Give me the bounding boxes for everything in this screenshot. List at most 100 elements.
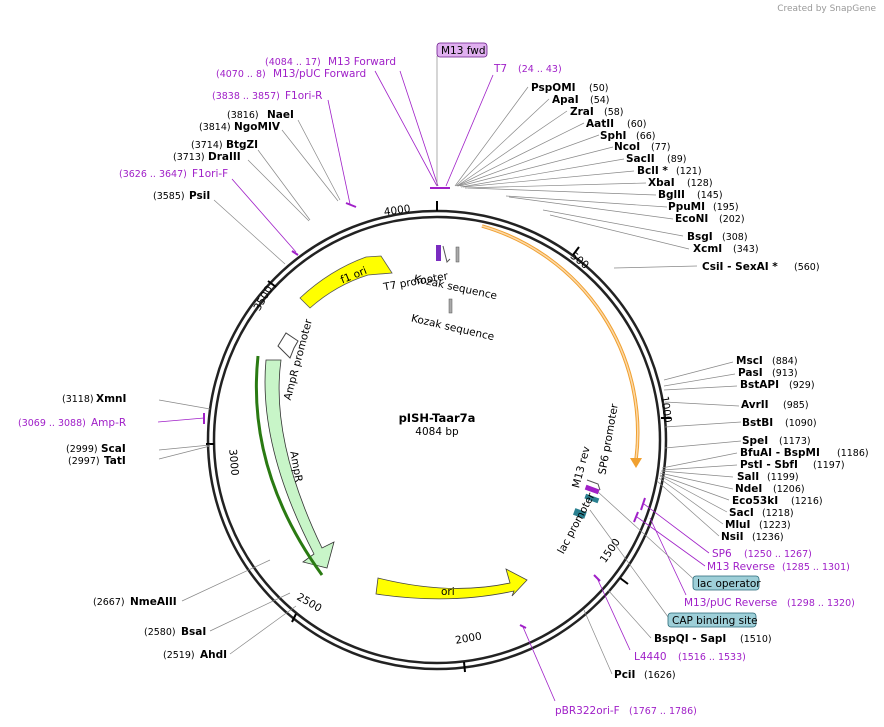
primer-pos: (24 .. 43) (518, 64, 562, 75)
t7-promoter-mark (436, 245, 441, 261)
enzyme-pos: (60) (627, 119, 647, 130)
primer-pos: (1516 .. 1533) (678, 652, 746, 663)
enzyme-pos: (3816) (227, 110, 259, 121)
cap-binding-site-label: CAP binding site (672, 615, 758, 627)
enzyme-name: SalI (737, 471, 759, 483)
enzyme-pos: (985) (783, 400, 809, 411)
orf-arrowhead (630, 458, 642, 468)
enzyme-pos: (128) (687, 178, 713, 189)
enzyme-pos: (1236) (752, 532, 784, 543)
enzyme-name: BstAPI (740, 379, 779, 391)
primer-pos: (1298 .. 1320) (787, 598, 855, 609)
primer-name: M13/pUC Reverse (684, 597, 777, 609)
enzyme-name: PpuMI (668, 201, 705, 213)
enzyme-name: TatI (104, 455, 126, 467)
enzyme-name: NaeI (267, 109, 294, 121)
plasmid-size: 4084 bp (415, 426, 459, 438)
enzyme-name: CsiI - SexAI * (702, 261, 778, 273)
enzyme-pos: (343) (733, 244, 759, 255)
enzyme-pos: (929) (789, 380, 815, 391)
enzyme-name: SacII (626, 153, 655, 165)
ori-arrow (375, 568, 528, 600)
primer-pos: (3069 .. 3088) (18, 418, 86, 429)
enzyme-name: NcoI (614, 141, 640, 153)
t7-promoter-arrow (442, 245, 451, 263)
tick-label-2500: 2500 (294, 591, 323, 615)
enzyme-pos: (2997) (68, 456, 100, 467)
enzyme-name: XcmI (693, 243, 722, 255)
enzyme-pos: (3814) (199, 122, 231, 133)
enzyme-pos: (1173) (779, 436, 811, 447)
enzyme-pos: (3118) (62, 394, 94, 405)
primer-labels: (4084 .. 17)M13 Forward (4070 .. 8)M13/p… (18, 56, 855, 717)
primer-pos: (3838 .. 3857) (212, 91, 280, 102)
lac-operator-mark (584, 493, 600, 504)
ampr-promoter-arrow (277, 332, 299, 359)
tick-marks (206, 201, 671, 673)
enzyme-pos: (1510) (740, 634, 772, 645)
primer-name: L4440 (634, 651, 667, 663)
enzyme-pos: (913) (772, 368, 798, 379)
lac-operator-box (692, 575, 760, 591)
enzyme-name: DraIII (208, 151, 241, 163)
enzyme-labels-right: PspOMI(50) ApaI(54) ZraI(58) AatII(60) S… (531, 82, 869, 681)
primer-name: M13 Forward (328, 56, 396, 68)
enzyme-pos: (884) (772, 356, 798, 367)
enzyme-name: PspOMI (531, 82, 576, 94)
enzyme-pos: (1206) (773, 484, 805, 495)
sp6-arrow (586, 479, 601, 491)
enzyme-name: BstBI (742, 417, 773, 429)
primer-pos: (4084 .. 17) (265, 57, 321, 68)
enzyme-pos: (1216) (791, 496, 823, 507)
primer-name: M13 Reverse (707, 561, 775, 573)
lac-promoter-label: lac promoter (555, 490, 597, 556)
enzyme-name: AhdI (200, 649, 227, 661)
enzyme-name: NmeAIII (130, 596, 177, 608)
enzyme-name: SpeI (742, 435, 768, 447)
enzyme-name: MluI (725, 519, 750, 531)
enzyme-name: SphI (600, 130, 626, 142)
enzyme-name: PasI (738, 367, 763, 379)
cap-binding-site-box (667, 612, 757, 628)
enzyme-name: Eco53kI (732, 495, 778, 507)
enzyme-pos: (121) (676, 166, 702, 177)
enzyme-pos: (1626) (644, 670, 676, 681)
snapgene-credit: Created by SnapGene (777, 4, 876, 14)
enzyme-name: BsaI (181, 626, 206, 638)
primer-pos: (3626 .. 3647) (119, 169, 187, 180)
enzyme-pos: (1197) (813, 460, 845, 471)
enzyme-pos: (66) (636, 131, 656, 142)
enzyme-pos: (1223) (759, 520, 791, 531)
enzyme-pos: (77) (651, 142, 671, 153)
ori-label: ori (441, 586, 455, 598)
enzyme-pos: (2999) (66, 444, 98, 455)
enzyme-name: AvrII (741, 399, 769, 411)
leader-lines-left (158, 119, 341, 655)
enzyme-pos: (145) (697, 190, 723, 201)
enzyme-name: MscI (736, 355, 763, 367)
enzyme-pos: (308) (722, 232, 748, 243)
primer-pos: (1250 .. 1267) (744, 549, 812, 560)
primer-name: SP6 (712, 548, 732, 560)
lac-operator-label: lac operator (697, 578, 761, 590)
ampr-arrow (264, 359, 335, 569)
f1-ori-arrow (299, 255, 393, 309)
kozak-label-2: Kozak sequence (410, 313, 495, 344)
enzyme-pos: (58) (604, 107, 624, 118)
enzyme-name: XmnI (96, 393, 126, 405)
enzyme-name: ZraI (570, 106, 594, 118)
enzyme-pos: (1199) (767, 472, 799, 483)
tick-label-3500: 3500 (252, 284, 276, 313)
plasmid-name: pISH-Taar7a (399, 411, 476, 425)
primer-name: M13/pUC Forward (273, 68, 366, 80)
primer-pos: (1285 .. 1301) (782, 562, 850, 573)
enzyme-name: BsgI (687, 231, 713, 243)
tick-label-1000: 1000 (658, 395, 674, 423)
backbone-inner-ring (212, 215, 662, 665)
ampr-promoter-label: AmpR promoter (282, 317, 315, 401)
enzyme-pos: (2580) (144, 627, 176, 638)
enzyme-name: EcoNI (675, 213, 708, 225)
enzyme-pos: (202) (719, 214, 745, 225)
enzyme-labels-left: (3816)NaeI (3814)NgoMIV (3714)BtgZI (371… (62, 109, 294, 661)
enzyme-name: BfuAI - BspMI (740, 447, 820, 459)
